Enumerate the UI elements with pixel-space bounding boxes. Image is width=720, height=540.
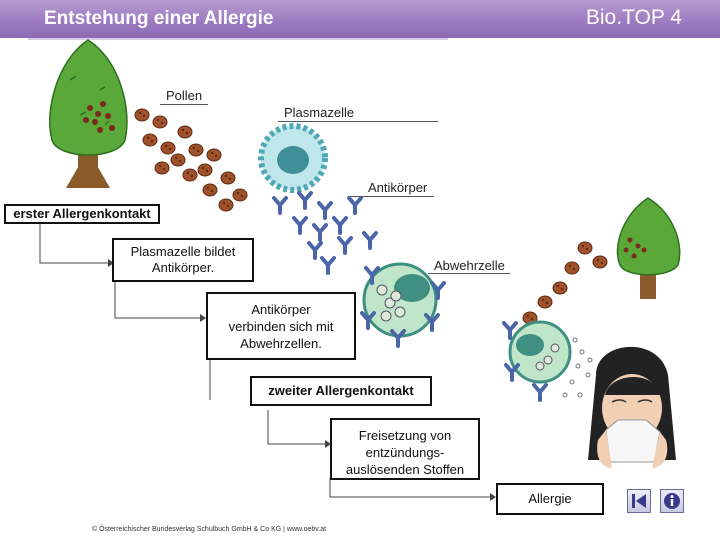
defense-cell-2: [502, 320, 593, 402]
step-plasma-forms-antibodies-text: Plasmazelle bildet Antikörper.: [130, 244, 236, 275]
step-second-contact-text: zweiter Allergenkontakt: [268, 383, 414, 398]
label-defense-cell-underline: [428, 273, 510, 274]
page-title: Entstehung einer Allergie: [44, 8, 274, 29]
step-allergy: Allergie: [496, 483, 604, 515]
label-plasma-cell: Plasmazelle: [284, 105, 355, 120]
label-antibody: Antikörper: [368, 180, 428, 195]
step-antibodies-bind-text: Antikörper verbinden sich mit Abwehrzell…: [228, 302, 334, 351]
sneezing-person: [588, 346, 676, 468]
step-first-contact: erster Allergenkontakt: [4, 204, 160, 224]
tree-right: [616, 197, 681, 299]
skip-back-icon: [632, 494, 646, 508]
step-release-text: Freisetzung von entzündungs-auslösenden …: [345, 428, 465, 477]
pollen-grains: [134, 108, 248, 212]
skip-back-button[interactable]: [627, 489, 651, 513]
step-first-contact-text: erster Allergenkontakt: [13, 206, 151, 221]
info-icon: [664, 493, 680, 509]
step-allergy-text: Allergie: [528, 491, 572, 506]
defense-cell-1: [360, 262, 446, 348]
label-pollen: Pollen: [166, 88, 203, 103]
step-second-contact: zweiter Allergenkontakt: [250, 376, 432, 406]
connector-lines: [39, 222, 490, 498]
antibodies-group-1: [272, 191, 378, 275]
pollen-grains-2: [522, 241, 608, 325]
info-button[interactable]: [660, 489, 684, 513]
brand-logo: Bio.TOP 4: [585, 6, 682, 29]
header-bar: Entstehung einer Allergie Bio.TOP 4: [0, 0, 720, 38]
step-release: Freisetzung von entzündungs-auslösenden …: [330, 418, 480, 480]
plasma-cell: [258, 123, 328, 193]
label-pollen-underline: [160, 104, 208, 105]
tree-left: [49, 39, 128, 188]
label-plasma-cell-underline: [278, 121, 438, 122]
step-antibodies-bind: Antikörper verbinden sich mit Abwehrzell…: [206, 292, 356, 360]
connector-arrowheads: [108, 259, 496, 501]
footer-copyright: © Österreichischer Bundesverlag Schulbuc…: [92, 526, 327, 533]
label-defense-cell: Abwehrzelle: [434, 258, 505, 273]
label-antibody-underline: [350, 196, 434, 197]
header-shadow: [28, 38, 448, 40]
step-plasma-forms-antibodies: Plasmazelle bildet Antikörper.: [112, 238, 254, 282]
